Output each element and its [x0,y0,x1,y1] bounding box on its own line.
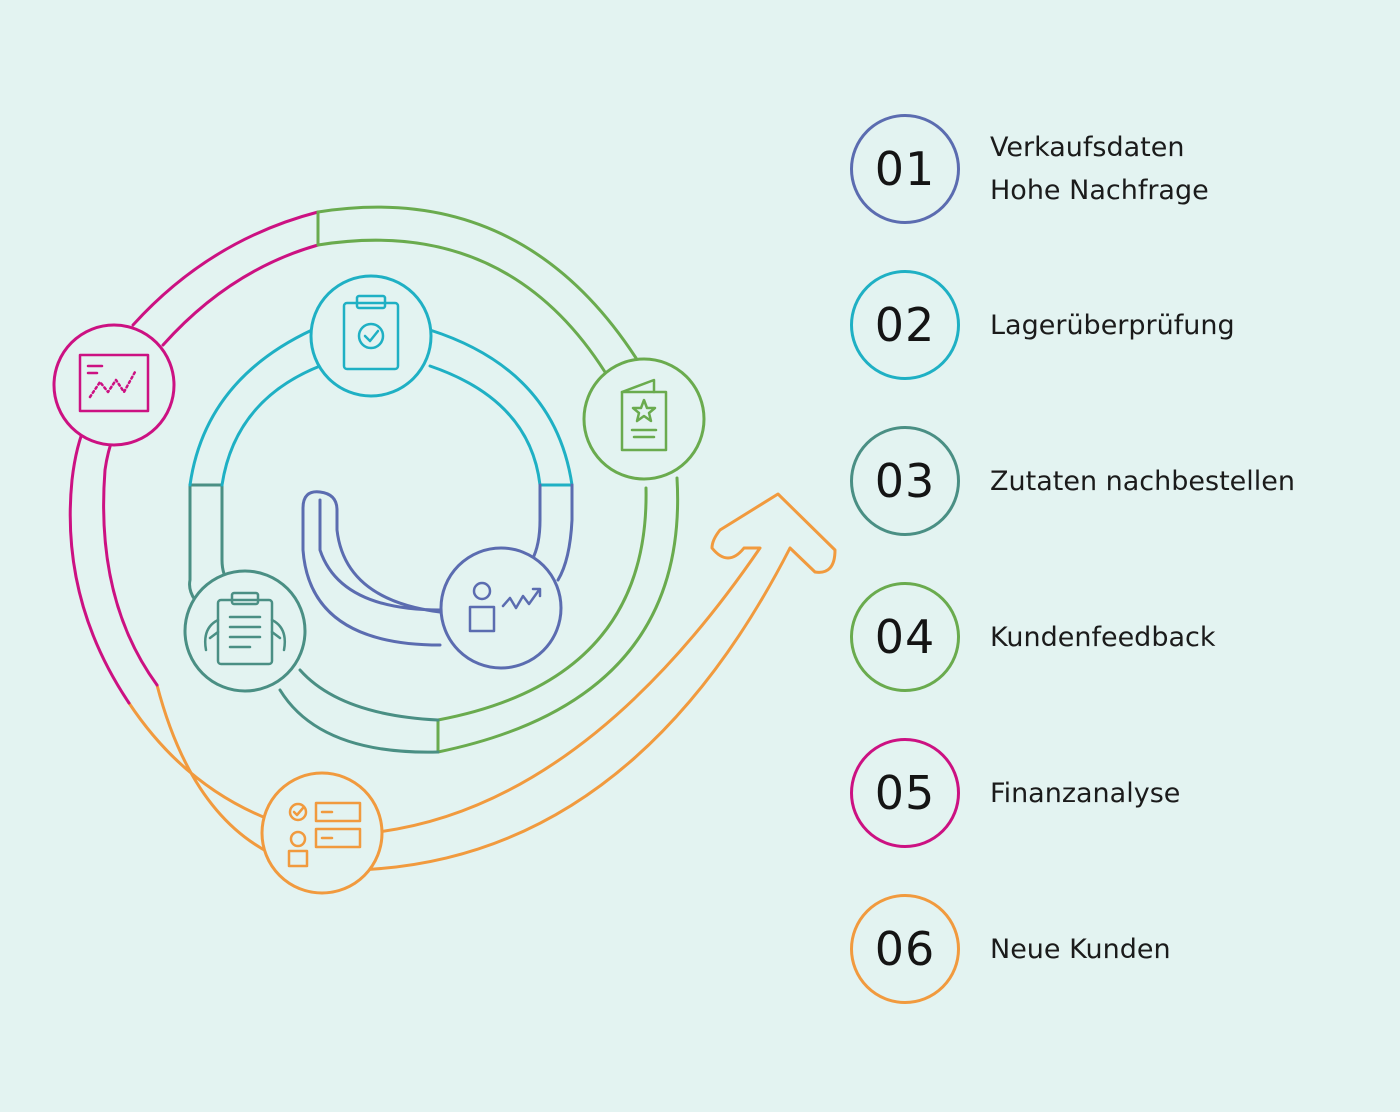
step-label: Lagerüberprüfung [990,270,1235,380]
person-trend-icon [468,581,542,633]
step-04-circle [582,357,706,481]
step-number-badge: 02 [850,270,960,380]
step-label: Finanzanalyse [990,738,1180,848]
spiral-band-kundenfeedback [316,205,680,754]
clipboard-hands-icon [204,591,286,666]
legend-item-03: 03 Zutaten nachbestellen [850,426,1370,536]
checklist-form-icon [287,801,362,868]
step-label-line: Zutaten nachbestellen [990,465,1295,497]
step-label-line: Lagerüberprüfung [990,309,1235,341]
step-number-badge: 01 [850,114,960,224]
step-label-line: Kundenfeedback [990,621,1216,653]
step-06-circle [260,771,384,895]
step-03-circle [183,569,307,693]
legend-item-06: 06 Neue Kunden [850,894,1370,1004]
star-card-icon [620,378,668,452]
step-number-badge: 05 [850,738,960,848]
clipboard-check-icon [342,294,400,371]
step-label-line: Neue Kunden [990,933,1171,965]
step-label: Kundenfeedback [990,582,1215,692]
chart-board-icon [78,353,150,413]
step-label: Neue Kunden [990,894,1171,1004]
spiral-band-lager [188,328,574,487]
step-02-circle [309,274,433,398]
step-label-line: Hohe Nachfrage [990,175,1209,206]
legend-item-02: 02 Lagerüberprüfung [850,270,1370,380]
step-05-circle [52,323,176,447]
step-label: Zutaten nachbestellen [990,426,1295,536]
step-01-circle [439,546,563,670]
legend-item-04: 04 Kundenfeedback [850,582,1370,692]
step-number-badge: 03 [850,426,960,536]
step-label-line: Finanzanalyse [990,777,1181,809]
step-number-badge: 04 [850,582,960,692]
step-number-badge: 06 [850,894,960,1004]
legend-item-05: 05 Finanzanalyse [850,738,1370,848]
step-label-line: Verkaufsdaten [990,132,1185,163]
